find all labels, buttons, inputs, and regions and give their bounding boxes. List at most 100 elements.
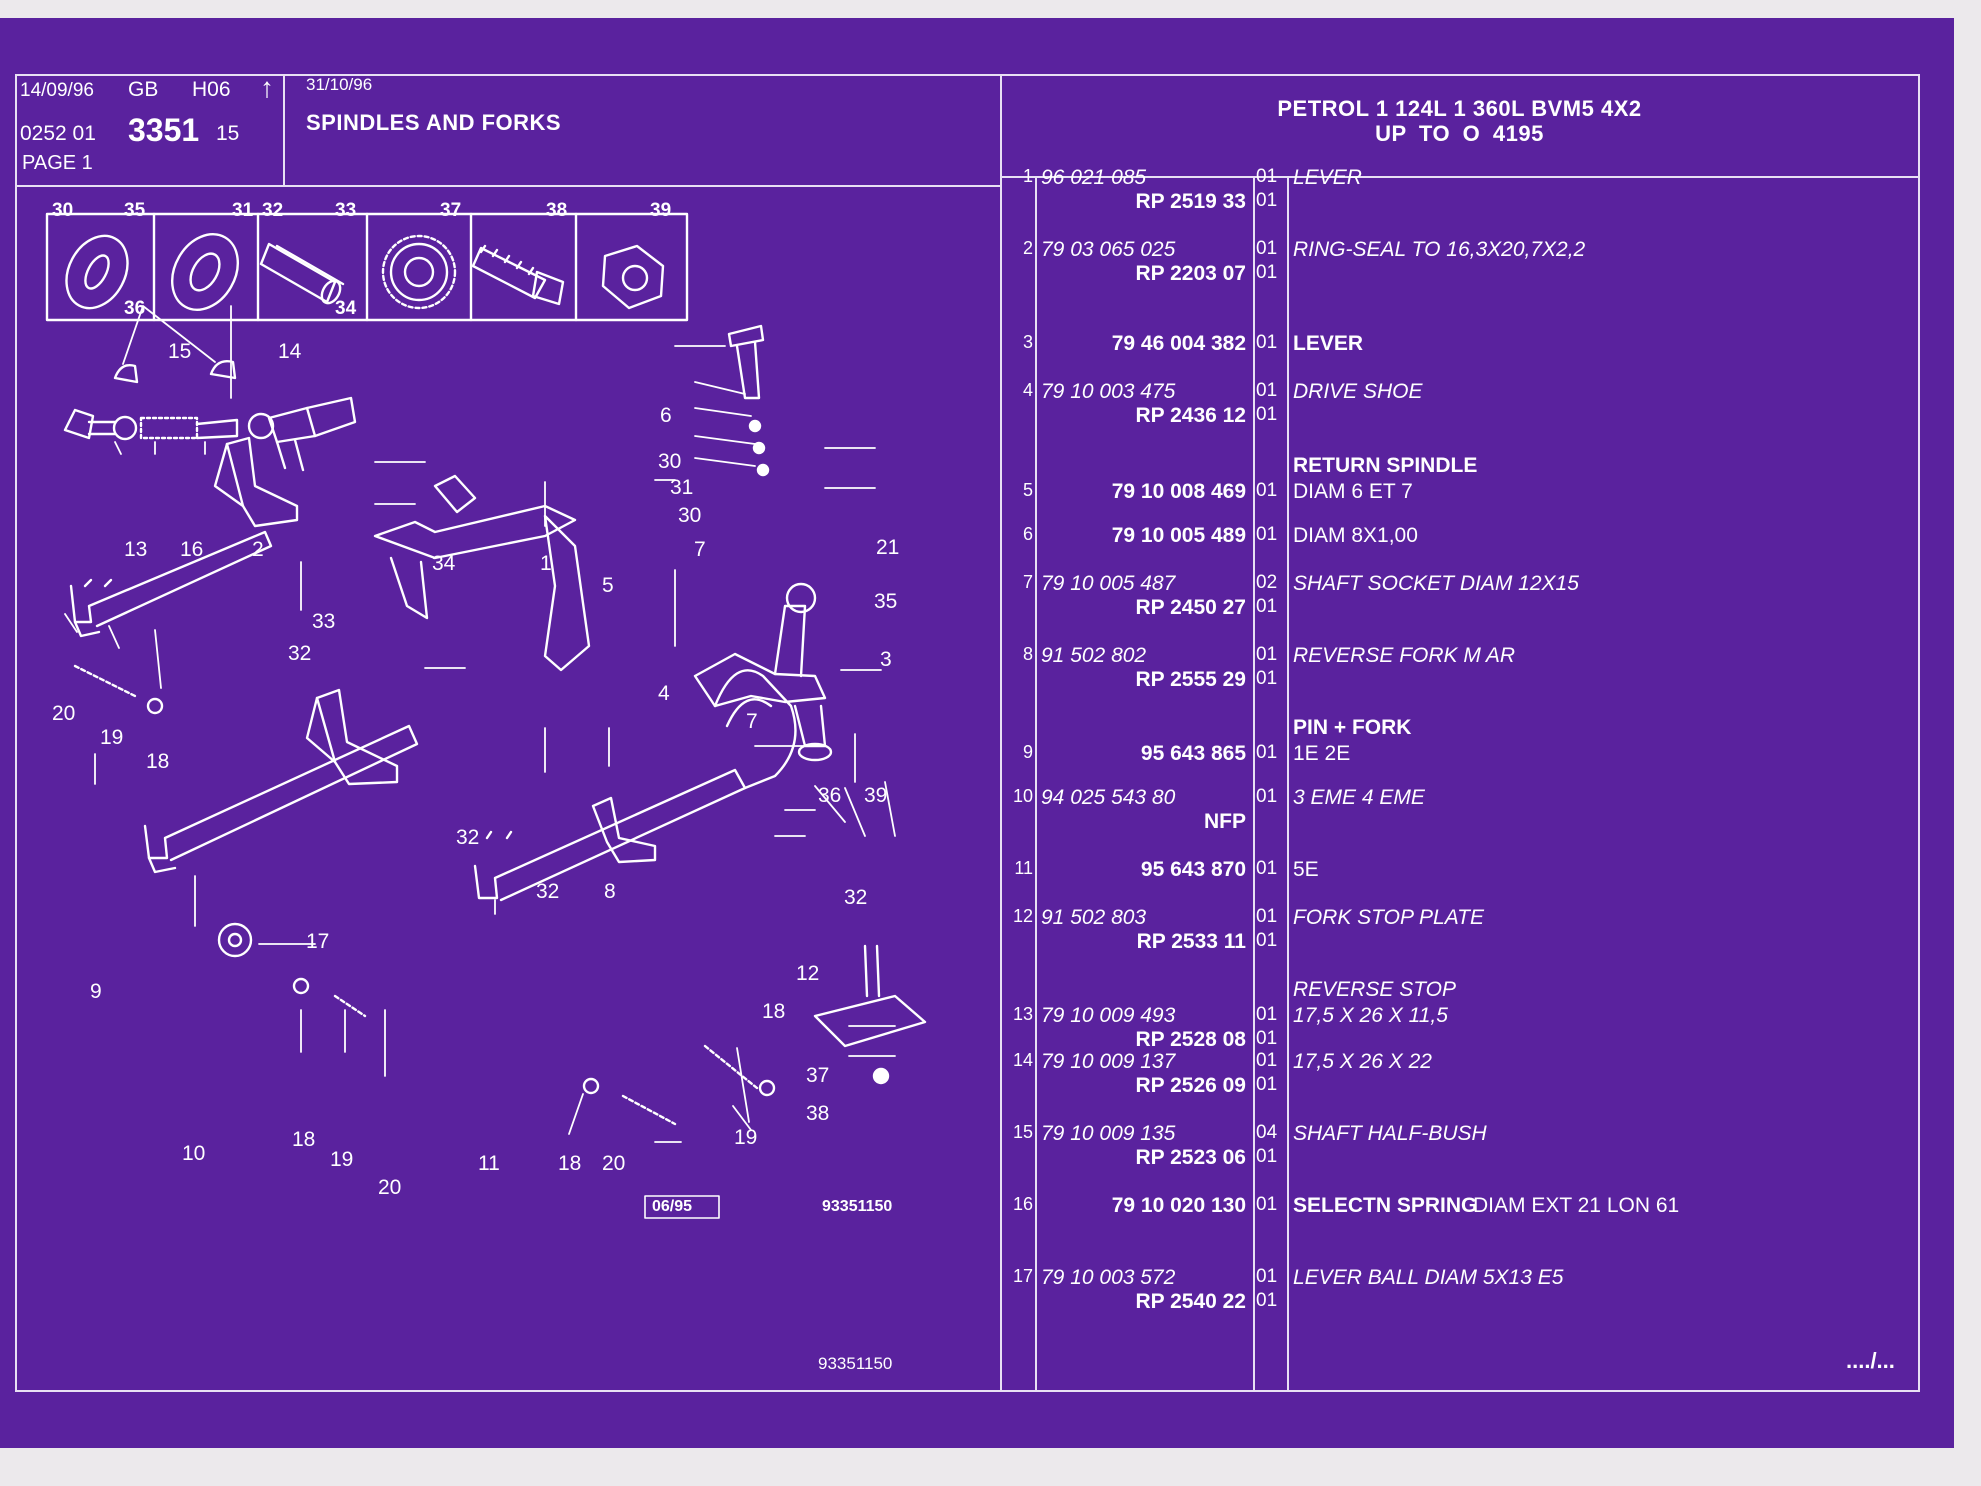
part-index: 3 xyxy=(1022,332,1033,352)
part-index: 1 xyxy=(1022,166,1033,186)
part-index: 8 xyxy=(1022,644,1033,664)
part-index: 12 xyxy=(1012,906,1033,926)
part-description: DRIVE SHOE xyxy=(1293,380,1423,403)
model-line-1: PETROL 1 124L 1 360L BVM5 4X2 xyxy=(1277,96,1642,121)
part-description: RING-SEAL TO 16,3X20,7X2,2 xyxy=(1293,238,1586,261)
part-reference-alt: RP 2203 07 xyxy=(1135,262,1246,285)
part-description: REVERSE FORK M AR xyxy=(1293,644,1516,667)
part-index: 6 xyxy=(1022,524,1033,544)
callout: 35 xyxy=(874,590,898,613)
part-quantity: 01 xyxy=(1256,1194,1278,1215)
table-col-ref xyxy=(1035,176,1037,1392)
leader-lines xyxy=(64,305,896,1143)
fastener-label: 32 xyxy=(262,200,284,221)
part-description: FORK STOP PLATE xyxy=(1293,906,1484,929)
footer-ref: 93351150 xyxy=(818,1354,893,1373)
header-divider xyxy=(15,185,1000,187)
part-quantity-alt: 01 xyxy=(1256,262,1278,283)
part-reference: 79 03 065 025 xyxy=(1041,238,1176,261)
fork-rod-9 xyxy=(69,436,299,638)
sleeve-icon xyxy=(259,242,345,305)
part-quantity: 01 xyxy=(1256,480,1278,501)
callout: 7 xyxy=(694,538,706,561)
callout: 20 xyxy=(378,1176,402,1199)
part-reference: 91 502 802 xyxy=(1041,644,1147,667)
part-description: 5E xyxy=(1293,858,1319,881)
reverse-fork-lever-1 xyxy=(373,474,591,672)
callout: 7 xyxy=(746,710,758,733)
callout: 9 xyxy=(90,980,102,1003)
callout: 14 xyxy=(278,340,302,363)
part-description: LEVER BALL DIAM 5X13 E5 xyxy=(1293,1266,1564,1289)
bolt-icon xyxy=(471,244,565,306)
exploded-diagram xyxy=(45,212,927,1219)
callout: 3 xyxy=(880,648,892,671)
part-reference: 79 10 005 487 xyxy=(1041,572,1176,595)
diagram-ref: 93351150 xyxy=(822,1198,893,1215)
fork-rod-10 xyxy=(143,688,419,874)
fastener-label: 31 xyxy=(232,200,254,221)
callout: 32 xyxy=(536,880,560,903)
part-reference: 79 10 009 135 xyxy=(1041,1122,1176,1145)
callout: 19 xyxy=(330,1148,354,1171)
part-description: LEVER xyxy=(1293,166,1362,189)
fastener-label: 30 xyxy=(52,200,74,221)
main-divider xyxy=(1000,74,1002,1392)
part-reference: 79 10 005 489 xyxy=(1111,524,1246,547)
callout: 11 xyxy=(478,1152,500,1175)
callout: 13 xyxy=(124,538,148,561)
part-quantity: 01 xyxy=(1256,1266,1278,1287)
part-index: 15 xyxy=(1012,1122,1033,1142)
part-description: 17,5 X 26 X 22 xyxy=(1293,1050,1432,1073)
callout: 2 xyxy=(252,538,264,561)
fork-rod-11 xyxy=(473,669,797,902)
fastener-label: 35 xyxy=(124,200,146,221)
fastener-label: 39 xyxy=(650,200,672,221)
part-description: SHAFT HALF-BUSH xyxy=(1293,1122,1487,1145)
part-description: SELECTN SPRING xyxy=(1293,1194,1478,1217)
part-description-detail: DIAM EXT 21 LON 61 xyxy=(1473,1194,1680,1217)
part-quantity-alt: 01 xyxy=(1256,1290,1278,1311)
fastener-label: 33 xyxy=(335,200,357,221)
part-quantity: 01 xyxy=(1256,742,1278,763)
callout: 8 xyxy=(604,880,616,903)
part-quantity: 01 xyxy=(1256,332,1278,353)
part-reference: 96 021 085 xyxy=(1041,166,1147,189)
part-group-heading: REVERSE STOP xyxy=(1293,978,1456,1001)
part-reference-alt: RP 2436 12 xyxy=(1135,404,1246,427)
callout: 20 xyxy=(52,702,76,725)
washer-icon xyxy=(65,234,129,310)
reverse-lever-3 xyxy=(693,582,833,762)
part-description: SHAFT SOCKET DIAM 12X15 xyxy=(1293,572,1579,595)
page-title: SPINDLES AND FORKS xyxy=(306,110,562,135)
part-reference-alt: RP 2528 08 xyxy=(1135,1028,1246,1051)
diagram-stamp-box xyxy=(644,1195,720,1219)
callout: 16 xyxy=(180,538,204,561)
callout: 36 xyxy=(818,784,842,807)
lock-washer-icon xyxy=(381,234,457,310)
part-quantity: 01 xyxy=(1256,644,1278,665)
part-index: 2 xyxy=(1022,238,1033,258)
ref-b: 3351 xyxy=(128,112,200,148)
part-reference-alt: RP 2450 27 xyxy=(1135,596,1246,619)
part-quantity-alt: 01 xyxy=(1256,596,1278,617)
part-index: 11 xyxy=(1014,858,1033,878)
part-reference: 79 10 009 137 xyxy=(1041,1050,1176,1073)
up-arrow: ↑ xyxy=(260,72,274,103)
issue-date: 14/09/96 xyxy=(20,80,94,101)
part-index: 4 xyxy=(1022,380,1033,400)
part-description: LEVER xyxy=(1293,332,1364,355)
callout: 32 xyxy=(844,886,868,909)
part-quantity: 01 xyxy=(1256,524,1278,545)
callout: 32 xyxy=(456,826,480,849)
part-reference: 79 10 020 130 xyxy=(1111,1194,1246,1217)
